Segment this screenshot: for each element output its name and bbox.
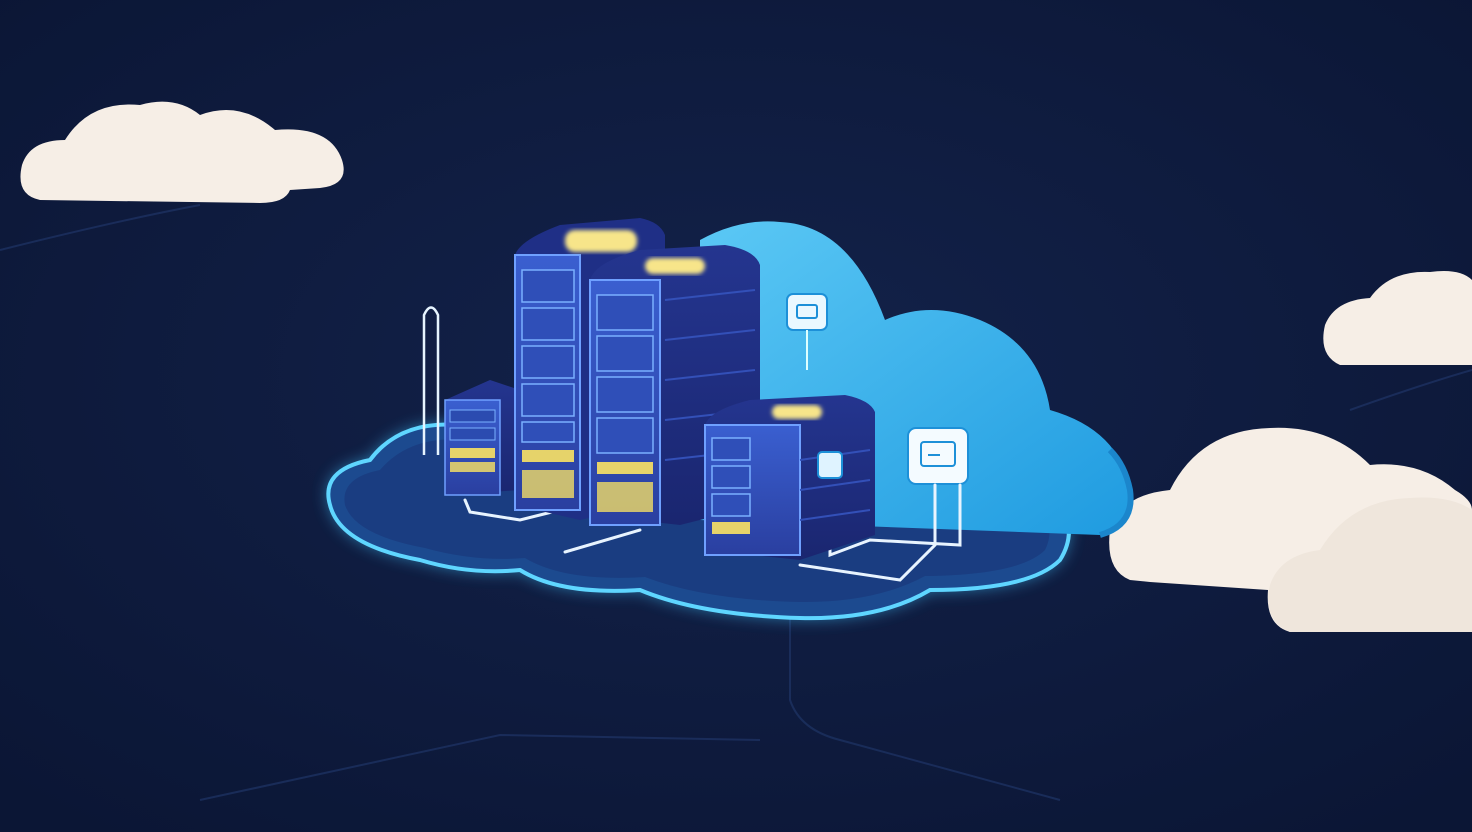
antenna [422, 306, 440, 455]
background-circuit-lines [0, 204, 1472, 801]
white-cloud-icon [20, 101, 344, 203]
server-rack-icon [704, 395, 875, 560]
white-cloud-icon [1323, 271, 1472, 365]
device-card-icon [786, 293, 828, 370]
device-card-icon [907, 427, 969, 485]
server-rack-icon [444, 380, 520, 496]
device-card-icon [817, 451, 843, 479]
white-cloud-icon [1109, 427, 1472, 632]
